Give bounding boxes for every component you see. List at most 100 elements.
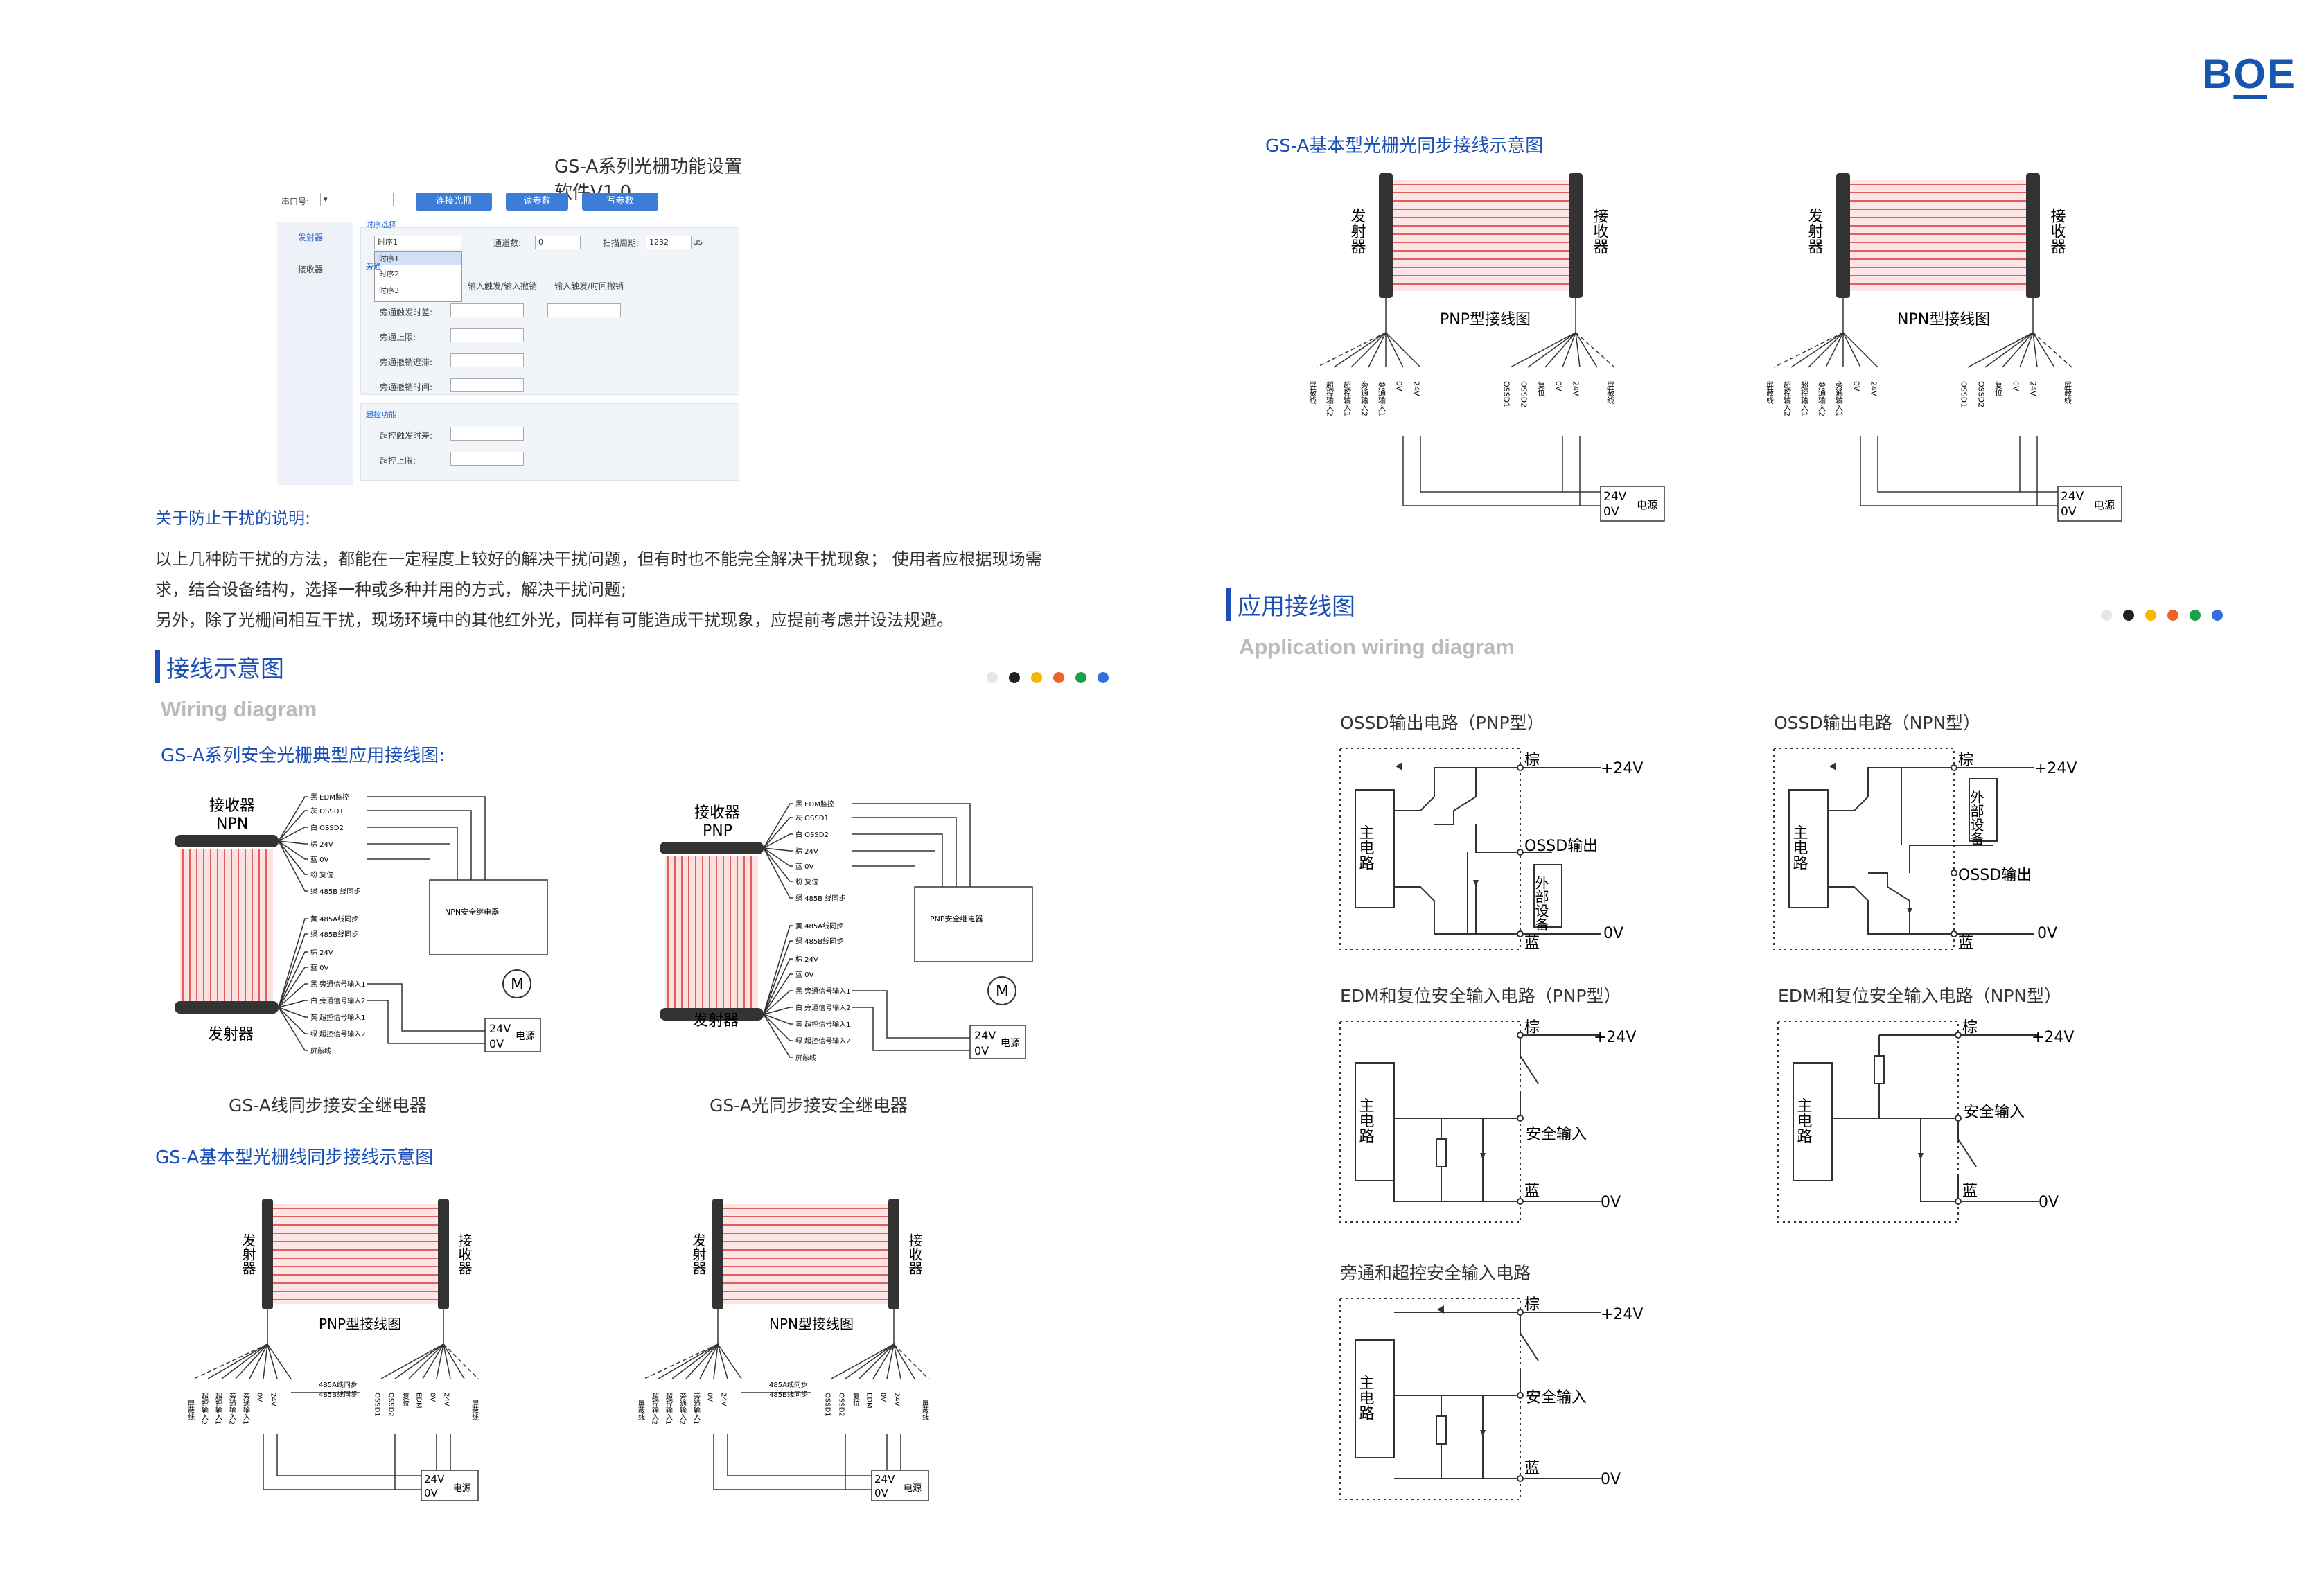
timing-option[interactable]: 时序1 xyxy=(375,252,461,265)
edm-pnp-title: EDM和复位安全输入电路（PNP型） xyxy=(1340,986,1621,1006)
bypass-cancel-time-select[interactable] xyxy=(450,378,524,392)
wire-label: 粉 复位 xyxy=(310,870,333,879)
radio-time-cancel[interactable]: 输入触发/时间撤销 xyxy=(554,281,624,291)
override-max-select[interactable] xyxy=(450,452,524,466)
fan-label: 屏蔽线 xyxy=(470,1400,479,1420)
fan-label: 屏蔽线 xyxy=(1767,381,1775,404)
fan-label: 复位 xyxy=(1994,380,2003,396)
wire-label: 黑 旁通信号输入1 xyxy=(310,980,366,989)
power-supply xyxy=(484,1018,541,1052)
receiver-vertical: 接收器 xyxy=(2048,208,2066,254)
radio-input-cancel[interactable]: 输入触发/输入撤销 xyxy=(468,281,538,291)
device-boundary xyxy=(1773,748,1955,950)
wire-label: 黄 485A线同步 xyxy=(795,921,843,930)
beam-area xyxy=(1393,180,1569,291)
wire-label: 绿 485B 线同步 xyxy=(310,887,360,896)
beams xyxy=(273,1208,438,1300)
bypass-circuit: 主电路 棕 +24V 安全输入 蓝 0V xyxy=(1339,1296,1643,1500)
fan-label: 旁通输入1 xyxy=(692,1392,701,1425)
wire-label: 白 OSSD2 xyxy=(310,823,344,832)
receiver-bar xyxy=(660,842,764,854)
fan-wires xyxy=(644,1309,929,1490)
wires xyxy=(278,796,486,1051)
fan-label: 24V xyxy=(1869,381,1878,396)
brand-logo: BOE xyxy=(2202,51,2297,97)
bypass-trigger-select-2[interactable] xyxy=(547,303,621,317)
device-boundary xyxy=(1339,1298,1521,1500)
relay-diagram-pnp: 接收器 PNP 发射器 黑 EDM监控 灰 OSSD1 白 OSSD2 棕 24… xyxy=(660,800,1033,1062)
dot xyxy=(2190,610,2201,621)
zener-icon xyxy=(1473,880,1479,887)
bypass-max-select[interactable] xyxy=(450,328,524,342)
plus24-label: +24V xyxy=(2034,760,2077,777)
override-max-label: 超控上限: xyxy=(380,456,416,466)
write-params-button[interactable]: 写参数 xyxy=(582,193,658,211)
emitter-column xyxy=(1836,173,1850,298)
bypass-trigger-select[interactable] xyxy=(450,303,524,317)
fan-label: 超控输入2 xyxy=(200,1392,209,1425)
emitter-label: 发射器 xyxy=(208,1026,254,1043)
blue-wire-label: 蓝 xyxy=(1962,1183,1978,1200)
wire-label: 绿 485B 线同步 xyxy=(795,894,845,903)
override-trigger-input[interactable] xyxy=(450,427,524,441)
fan-label: EDM xyxy=(415,1393,423,1409)
timing-select[interactable]: 时序1 xyxy=(374,236,461,249)
fan-label: 24V xyxy=(2029,381,2038,396)
read-params-button[interactable]: 读参数 xyxy=(506,193,568,211)
fan-label: 超控输入2 xyxy=(1326,380,1335,416)
wire-label: 绿 485B线同步 xyxy=(310,930,358,939)
fan-label: 0V xyxy=(1395,381,1404,391)
tab-receiver[interactable]: 接收器 xyxy=(298,265,324,274)
light-sync-npn-diagram: 发射器 接收器 NPN型接线图 屏蔽线 超控输入2 超控输入1 旁通输入2 旁通… xyxy=(1767,173,2122,522)
group-bypass: 旁通 xyxy=(366,262,381,271)
beam-lines xyxy=(182,849,267,1001)
terminal xyxy=(1517,1198,1524,1205)
resistor xyxy=(1436,1138,1447,1167)
plus24-label: +24V xyxy=(1594,1029,1636,1046)
wire-label: 蓝 0V xyxy=(795,863,814,871)
supply-24v: 24V xyxy=(2061,490,2084,504)
blue-wire-label: 蓝 xyxy=(1958,935,1973,952)
light-beams xyxy=(665,856,758,1008)
zener-icon xyxy=(1480,1153,1486,1160)
tab-emitter[interactable]: 发射器 xyxy=(298,233,324,242)
channels-input[interactable]: 0 xyxy=(535,236,581,249)
timing-option[interactable]: 时序3 xyxy=(379,286,399,295)
supply-0v: 0V xyxy=(489,1037,504,1050)
beams xyxy=(1850,184,2026,285)
dot xyxy=(1075,672,1086,683)
fan-label: 485B线同步 xyxy=(769,1390,808,1399)
receiver-column xyxy=(2026,173,2040,298)
interference-line-3: 另外，除了光栅间相互干扰，现场环境中的其他红外光，同样有可能造成干扰现象，应提前… xyxy=(155,610,953,630)
diode-icon xyxy=(1396,762,1402,770)
wire-label: 蓝 0V xyxy=(795,971,814,979)
resistor xyxy=(1436,1415,1447,1445)
timing-option[interactable]: 时序2 xyxy=(379,270,399,279)
terminal xyxy=(1955,1032,1962,1039)
override-trigger-label: 超控触发时差: xyxy=(380,431,433,441)
emitter-vertical: 发射器 xyxy=(240,1233,256,1275)
scan-input[interactable]: 1232 xyxy=(646,236,692,249)
edm-pnp-circuit: 主电路 棕 +24V 安全输入 蓝 0V xyxy=(1339,1019,1636,1223)
connect-button[interactable]: 连接光栅 xyxy=(416,193,492,211)
port-select[interactable]: ▾ xyxy=(320,193,394,206)
ossd-out-label: OSSD输出 xyxy=(1958,867,2032,884)
resistor xyxy=(1874,1055,1885,1084)
scan-label: 扫描周期: xyxy=(603,238,640,248)
fan-label: 复位 xyxy=(852,1392,860,1406)
basic-wire-sync-title: GS-A基本型光栅线同步接线示意图 xyxy=(155,1147,434,1168)
fan-label: 485A线同步 xyxy=(769,1380,808,1389)
edm-npn-circuit: 主电路 棕 +24V 安全输入 蓝 0V xyxy=(1777,1019,2074,1223)
device-boundary xyxy=(1339,1021,1521,1223)
fan-label: 0V xyxy=(429,1393,437,1402)
wires xyxy=(763,803,971,1058)
wire-label: 黑 EDM监控 xyxy=(310,793,349,802)
bypass-cancel-delay-select[interactable] xyxy=(450,353,524,367)
wiring-type-label: NPN型接线图 xyxy=(769,1316,854,1332)
main-circuit-label: 主电路 xyxy=(1357,824,1375,870)
application-title: 应用接线图 xyxy=(1238,593,1355,621)
main-circuit-label: 主电路 xyxy=(1357,1097,1375,1143)
receiver-vertical: 接收器 xyxy=(1591,208,1609,254)
supply-label: 电源 xyxy=(453,1483,471,1494)
wire-label: 棕 24V xyxy=(795,847,818,856)
